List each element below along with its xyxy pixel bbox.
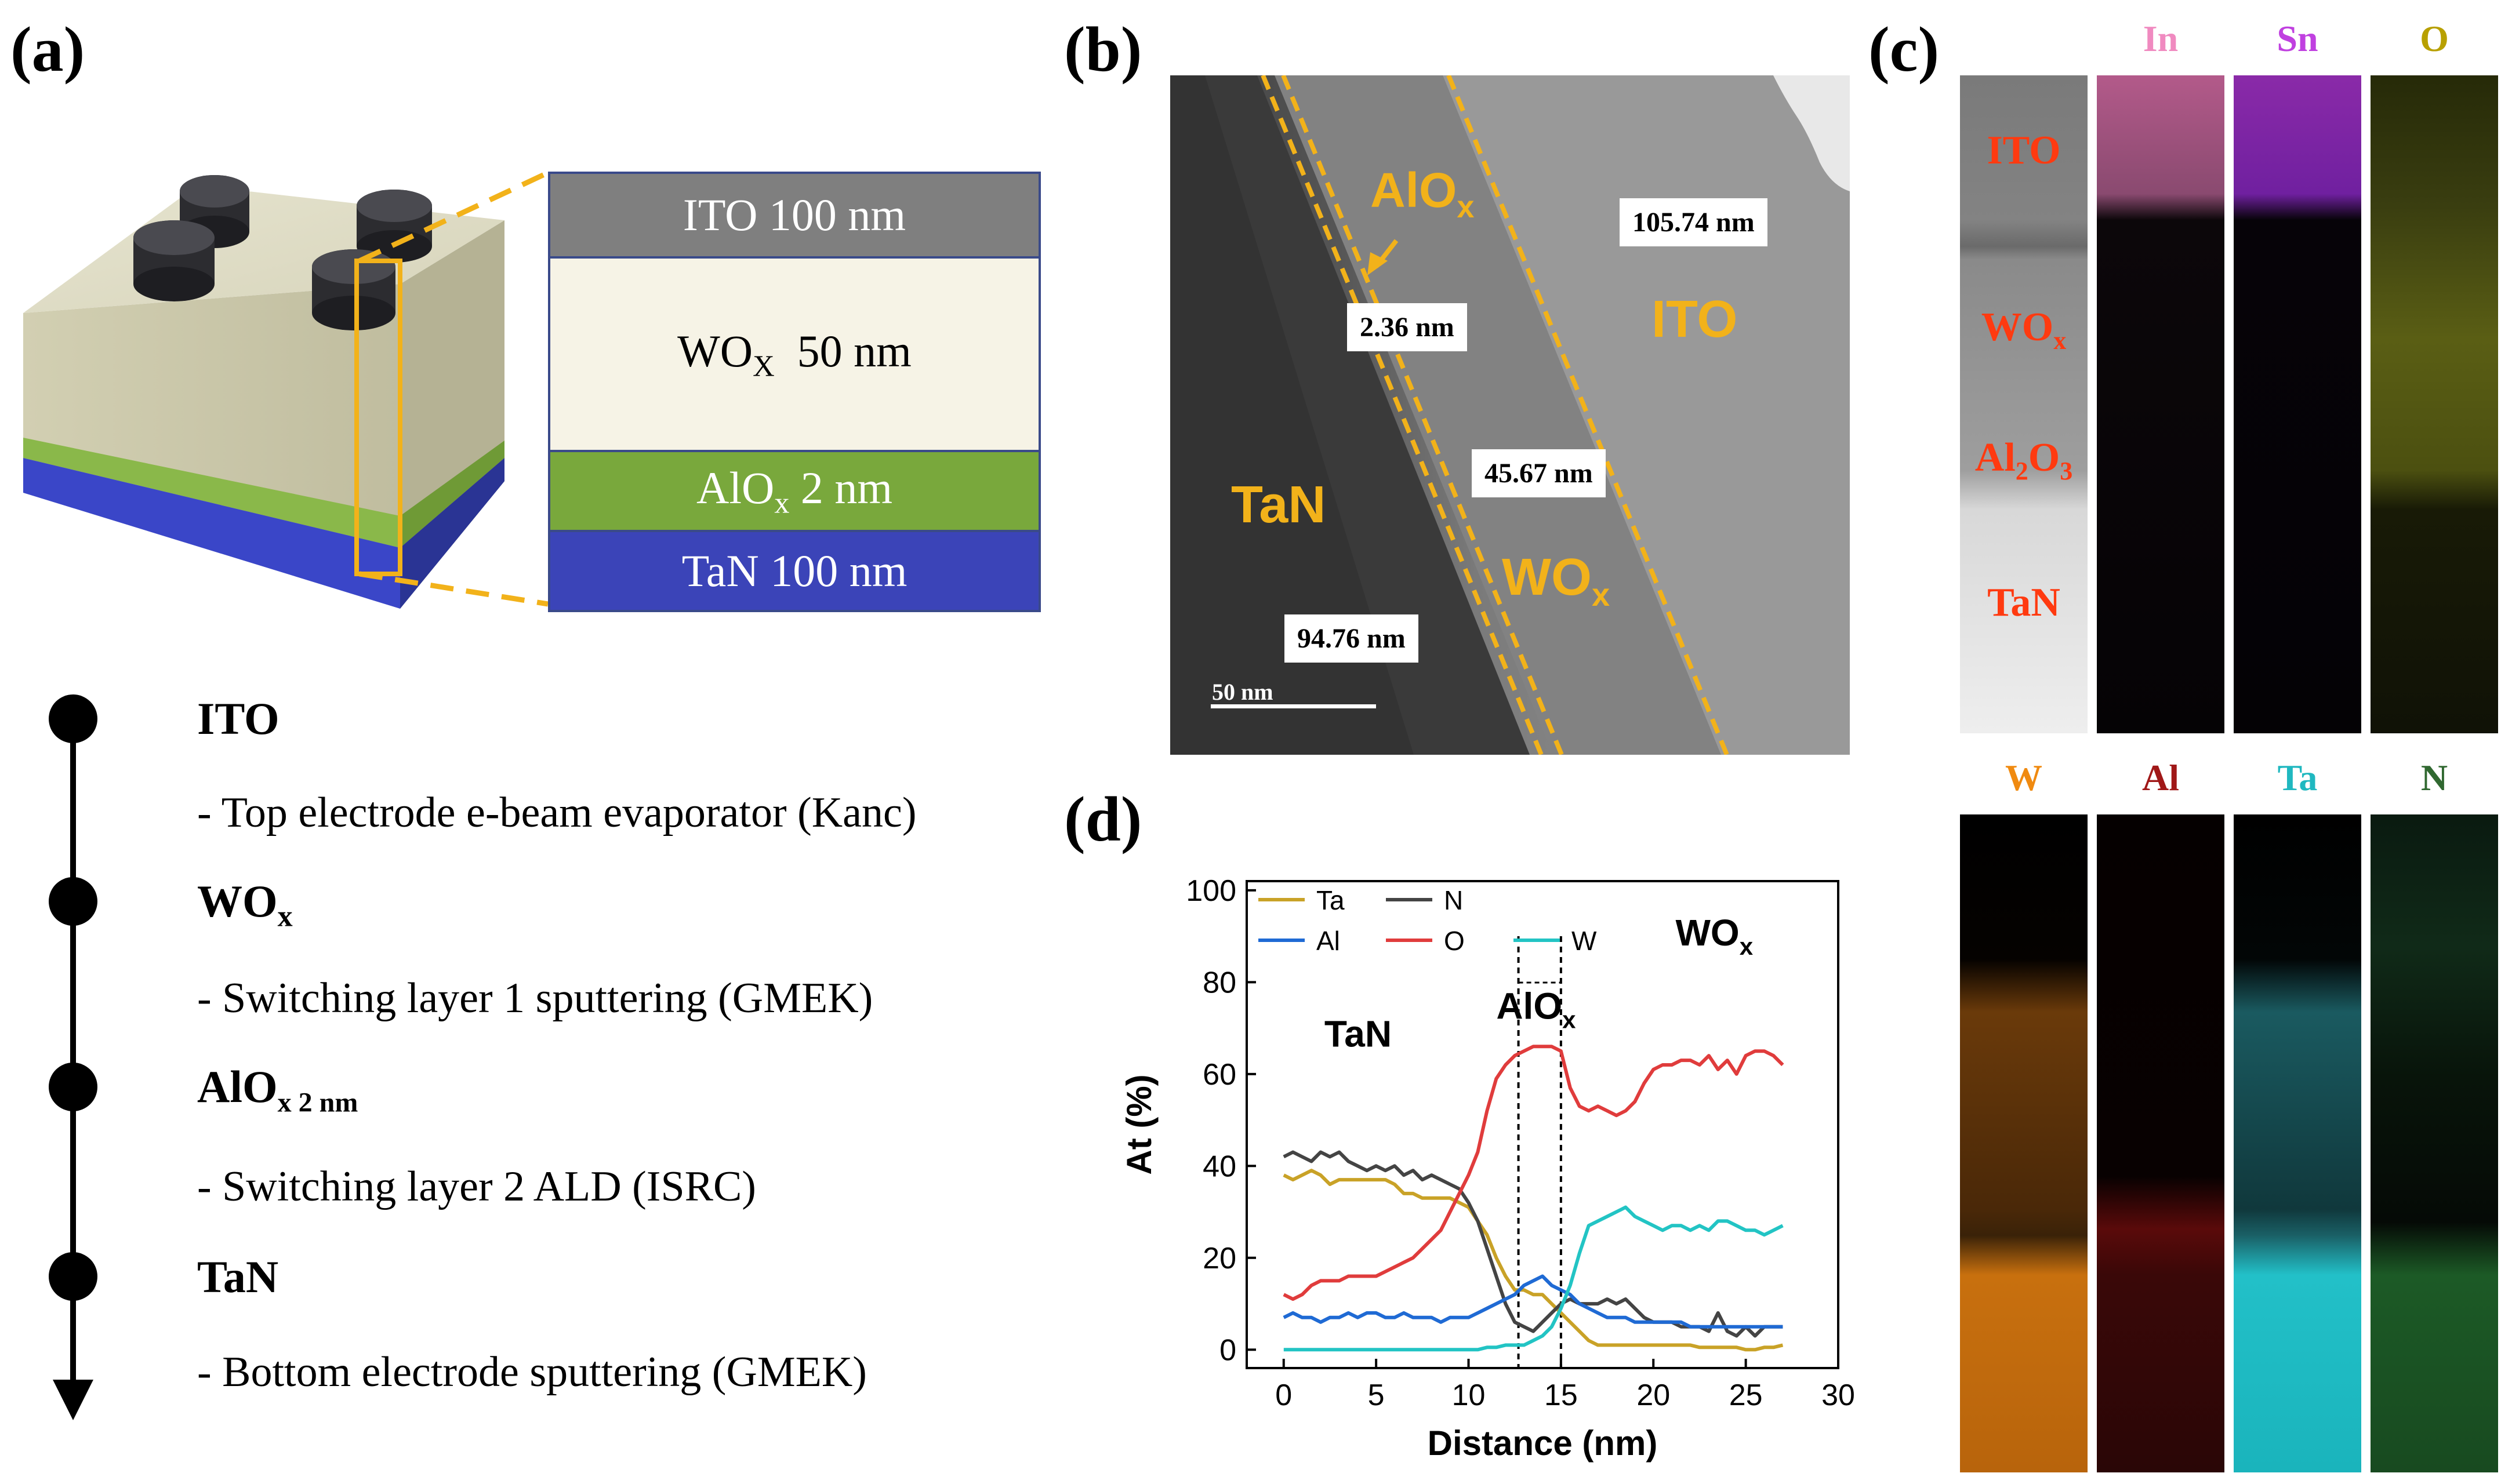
flow-title-alox: AlOx 2 nm [197, 1061, 358, 1118]
flow-title-ito: ITO [197, 693, 279, 744]
eds-map-sn [2234, 75, 2361, 733]
tem-label-wox: WOx [1502, 548, 1610, 613]
annotation-alox: AlOx [1496, 985, 1576, 1034]
x-tick-label: 0 [1275, 1378, 1292, 1412]
stem-label-al2o3: Al2O3 [1974, 435, 2073, 485]
panel-label-c: (c) [1868, 14, 1940, 85]
annotation-wox: WOx [1676, 912, 1754, 960]
flow-dot-wox [49, 877, 97, 926]
flow-dot-alox [49, 1063, 97, 1111]
scale-bar-label: 50 nm [1212, 679, 1273, 705]
legend-label-o: O [1444, 926, 1465, 956]
eds-map-w [1960, 814, 2088, 1472]
measurement-wox: 45.67 nm [1472, 449, 1606, 497]
x-tick-label: 20 [1636, 1378, 1670, 1412]
flow-line [70, 719, 76, 1391]
measurement-alox: 2.36 nm [1347, 303, 1467, 351]
eds-title-n: N [2420, 757, 2448, 798]
x-tick-label: 25 [1729, 1378, 1763, 1412]
eds-title-sn: Sn [2277, 18, 2318, 59]
x-axis-label: Distance (nm) [1428, 1424, 1658, 1463]
device-3d-illustration [23, 175, 504, 609]
flow-title-wox: WOx [197, 876, 293, 933]
eds-title-in: In [2143, 18, 2179, 59]
eds-title-o: O [2420, 18, 2449, 59]
eds-map-o [2371, 75, 2498, 733]
eds-map-ta [2234, 814, 2361, 1472]
stem-image: ITO WOx Al2O3 TaN [1960, 75, 2088, 733]
measurement-ito: 105.74 nm [1620, 198, 1767, 246]
layer-tan: TaN 100 nm [548, 530, 1041, 612]
x-tick-label: 15 [1544, 1378, 1578, 1412]
flow-desc-wox: - Switching layer 1 sputtering (GMEK) [197, 974, 873, 1022]
measurement-tan: 94.76 nm [1284, 614, 1418, 663]
layer-alox-label: AlOx 2 nm [696, 462, 892, 520]
tem-label-alox: AlOx [1370, 163, 1475, 224]
stem-label-tan: TaN [1987, 580, 2060, 625]
x-tick-label: 30 [1821, 1378, 1855, 1412]
series-line-o [1283, 1045, 1784, 1301]
layer-tan-label: TaN 100 nm [681, 545, 908, 596]
annotation-alox-sub: x [1562, 1006, 1576, 1034]
legend-label-al: Al [1316, 926, 1340, 956]
plot-frame [1246, 880, 1839, 1369]
series-line-w [1283, 1205, 1784, 1352]
flow-desc-alox: - Switching layer 2 ALD (ISRC) [197, 1163, 756, 1210]
annotation-tan: TaN [1324, 1013, 1392, 1054]
series-line-ta [1283, 1169, 1784, 1352]
y-tick-label: 100 [1186, 874, 1236, 908]
eds-title-ta: Ta [2277, 757, 2318, 798]
tem-label-ito: ITO [1651, 290, 1738, 348]
eds-map-in [2097, 75, 2224, 733]
flow-desc-ito: - Top electrode e-beam evaporator (Kanc) [197, 789, 917, 836]
panel-label-a: (a) [10, 14, 85, 85]
stem-label-ito: ITO [1987, 128, 2061, 173]
stem-label-wox: WOx [1981, 305, 2067, 355]
y-tick-label: 60 [1203, 1058, 1236, 1092]
flow-title-tan: TaN [197, 1252, 279, 1302]
layer-wox-label: WOX 50 nm [677, 325, 912, 383]
x-tick-label: 10 [1452, 1378, 1486, 1412]
zoom-lines [358, 170, 549, 607]
layer-wox: WOX 50 nm [548, 256, 1041, 452]
layer-alox: AlOx 2 nm [548, 450, 1041, 532]
eds-map-n [2371, 814, 2498, 1472]
ito-pad-icons [133, 175, 432, 330]
layer-ito-label: ITO 100 nm [683, 190, 906, 240]
y-axis-label: At (%) [1120, 1074, 1159, 1174]
legend-label-n: N [1444, 885, 1463, 915]
annotation-wox-sub: x [1740, 933, 1754, 960]
layer-ito: ITO 100 nm [548, 172, 1041, 259]
legend-label-ta: Ta [1316, 885, 1345, 915]
eds-map-al [2097, 814, 2224, 1472]
y-tick-label: 40 [1203, 1150, 1236, 1183]
y-tick-label: 20 [1203, 1242, 1236, 1275]
flow-dot-tan [49, 1252, 97, 1301]
flow-dot-ito [49, 694, 97, 743]
panel-label-d: (d) [1064, 784, 1142, 854]
y-tick-label: 0 [1219, 1333, 1236, 1367]
y-tick-label: 80 [1203, 966, 1236, 999]
flow-desc-tan: - Bottom electrode sputtering (GMEK) [197, 1348, 867, 1396]
legend-label-w: W [1571, 926, 1597, 956]
eds-title-w: W [2005, 757, 2042, 798]
series-line-al [1283, 1274, 1783, 1329]
tem-label-tan: TaN [1231, 476, 1326, 534]
eds-title-al: Al [2142, 757, 2179, 798]
tem-image: 105.74 nm 2.36 nm 45.67 nm 94.76 nm AlOx… [1170, 75, 1850, 755]
panel-label-b: (b) [1064, 14, 1142, 85]
flow-arrow-icon [53, 1380, 93, 1420]
x-tick-label: 5 [1368, 1378, 1385, 1412]
